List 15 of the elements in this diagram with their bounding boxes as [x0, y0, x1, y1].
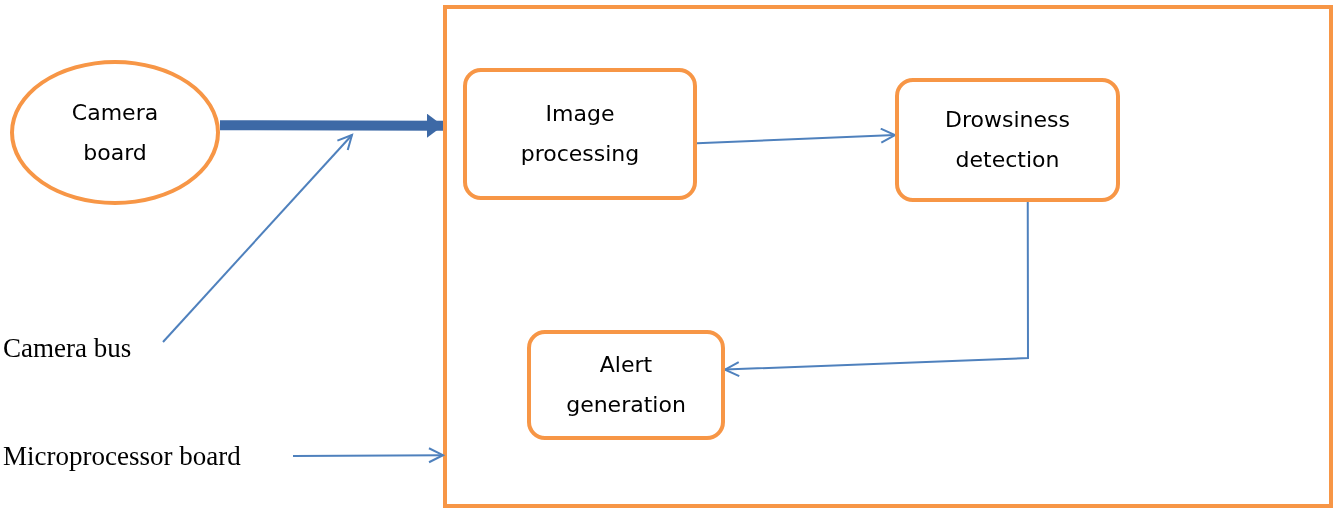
- node-label: Camera bus: [3, 332, 132, 365]
- thick-arrow: [220, 113, 443, 138]
- process-box: [463, 68, 697, 200]
- process-box: [527, 330, 725, 440]
- container-box: [443, 5, 1333, 508]
- arrow: [292, 447, 444, 464]
- box-text: Image processing: [519, 100, 641, 168]
- box-text: Drowsiness detection: [944, 106, 1071, 174]
- arrow: [724, 201, 1029, 378]
- box-text: Alert generation: [565, 351, 687, 419]
- arrow: [162, 134, 353, 343]
- process-box: [895, 78, 1120, 202]
- box-text: Camera board: [70, 98, 160, 167]
- node-label: Microprocessor board: [3, 440, 241, 473]
- arrow: [696, 127, 896, 145]
